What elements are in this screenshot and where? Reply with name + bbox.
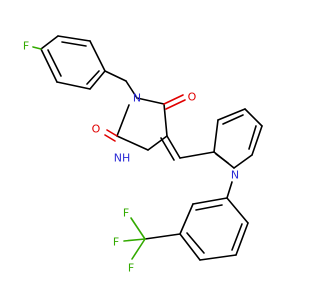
fluorophenyl-ring — [40, 35, 106, 90]
ch2-n-bond — [125, 80, 138, 99]
cf3-bond-1 — [130, 217, 146, 240]
carbonyl-bond-left-2 — [104, 134, 116, 142]
benzyl-ch2-bond — [104, 70, 127, 82]
hydantoin-ring — [116, 97, 168, 151]
cf3-bond-2 — [123, 238, 146, 242]
fluorine-label-cf3-2: F — [113, 236, 119, 249]
cf3-bond-3 — [131, 238, 146, 260]
carbonyl-bond-right-2 — [165, 99, 186, 110]
carbonyl-bond-right — [163, 94, 184, 105]
n-aryl-bond — [226, 181, 233, 199]
exocyclic-double-bond — [166, 135, 181, 159]
nh-label: NH — [114, 152, 131, 165]
cf-bond — [32, 46, 42, 50]
exocyclic-double-bond-2 — [160, 137, 175, 161]
structure-drawing: F O O N NH N F F F — [23, 35, 263, 275]
molecule-canvas: F O O N NH N F F F — [23, 35, 263, 275]
nitrogen-label-imide: N — [133, 92, 141, 105]
carbonyl-bond-left — [106, 129, 118, 137]
oxygen-label-left: O — [92, 123, 101, 136]
fluorine-label-top: F — [23, 40, 29, 53]
pyrrole-ring — [213, 108, 263, 169]
fluorine-label-cf3-1: F — [123, 207, 129, 220]
aryl-cf3-bond — [144, 233, 181, 240]
oxygen-label-right: O — [188, 91, 197, 104]
nitrogen-label-pyrrole: N — [231, 169, 239, 182]
vinyl-pyrrole-bond — [179, 151, 215, 159]
trifluoromethylphenyl-ring — [179, 197, 249, 261]
fluorine-label-cf3-3: F — [128, 262, 134, 275]
